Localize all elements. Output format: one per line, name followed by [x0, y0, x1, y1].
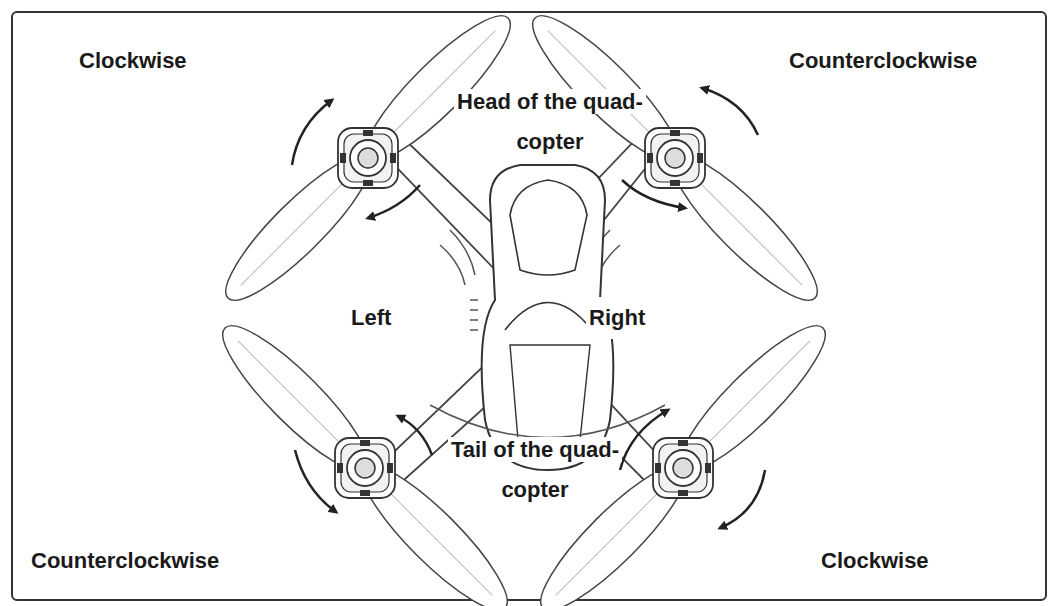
direction-label: Clockwise [818, 540, 932, 582]
label-holder: Head of the quad-copter [445, 82, 655, 162]
direction-label: Counterclockwise [786, 40, 980, 82]
direction-label: Head of the quad-copter [454, 89, 646, 154]
direction-label: Right [586, 297, 648, 339]
label-holder: Counterclockwise [786, 40, 980, 82]
label-holder: Clockwise [818, 540, 932, 582]
label-holder: Counterclockwise [28, 540, 222, 582]
direction-label: Left [348, 297, 394, 339]
label-holder: Right [586, 297, 648, 339]
direction-label: Tail of the quad-copter [448, 437, 622, 502]
direction-label: Counterclockwise [28, 540, 222, 582]
label-holder: Tail of the quad-copter [430, 430, 640, 510]
direction-label: Clockwise [76, 40, 190, 82]
label-holder: Clockwise [76, 40, 190, 82]
label-holder: Left [348, 297, 394, 339]
